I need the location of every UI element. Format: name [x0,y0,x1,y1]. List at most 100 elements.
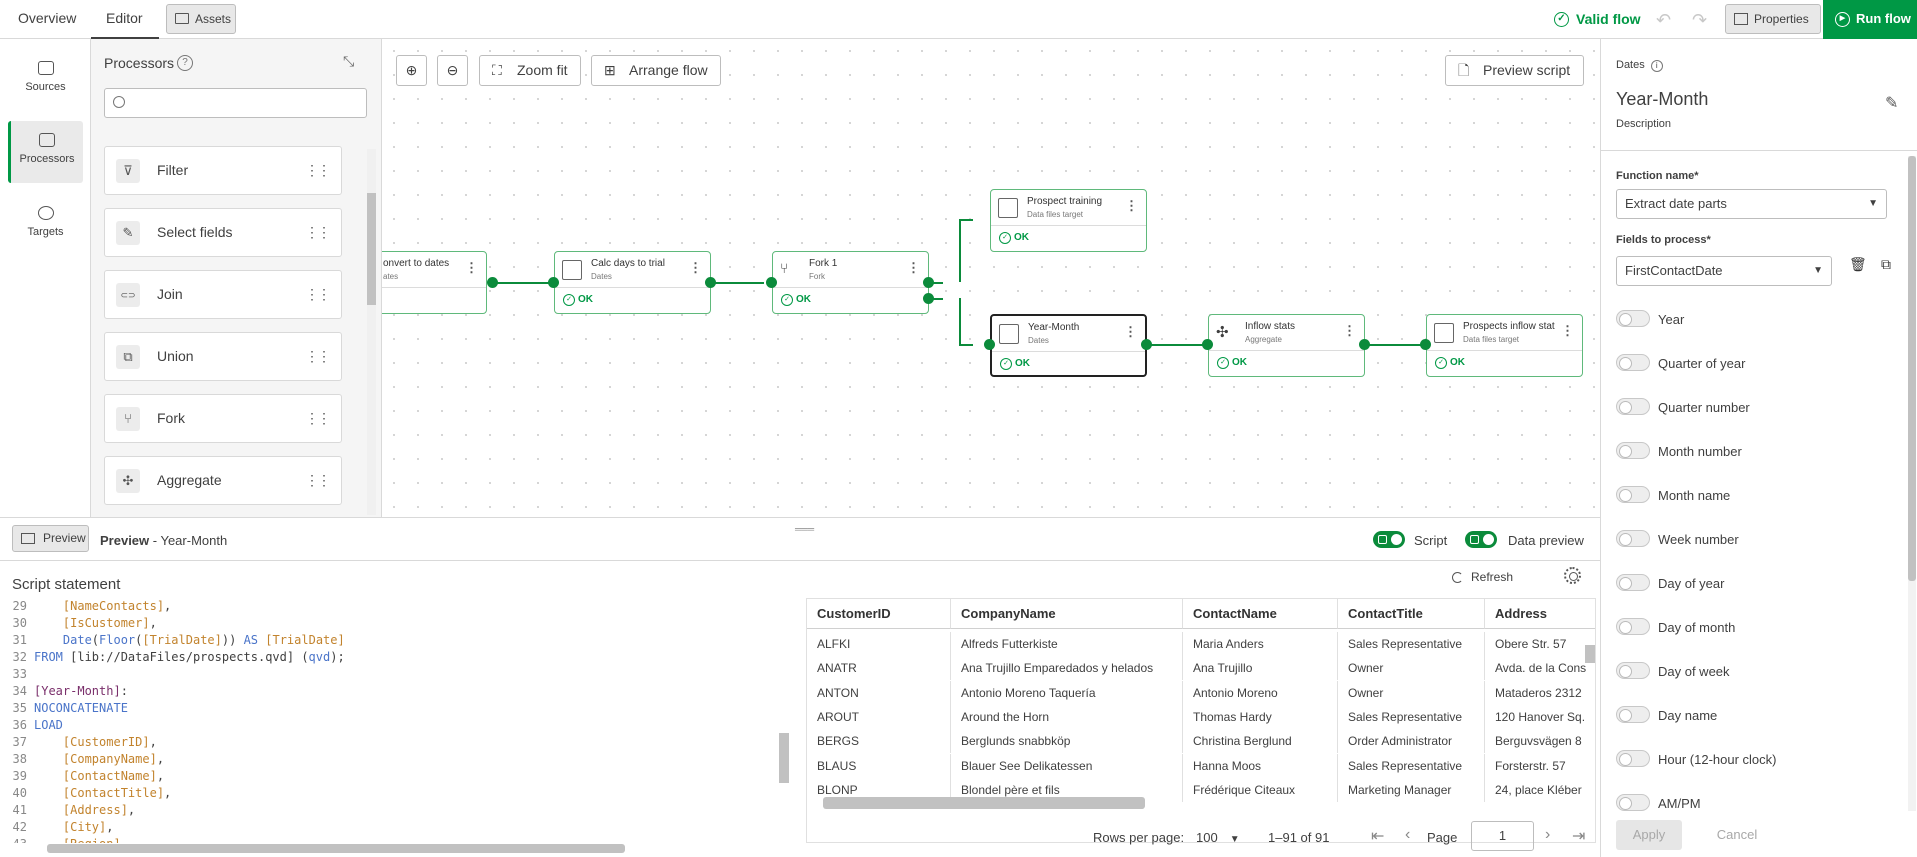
processor-item-union[interactable]: ⧉Union⋮⋮ [104,332,342,381]
apply-button[interactable]: Apply [1616,820,1682,850]
input-port[interactable] [766,277,777,288]
copy-icon[interactable]: ⧉ [1881,256,1891,272]
help-icon[interactable]: ? [177,55,193,71]
toggle-week-number[interactable] [1616,530,1650,547]
toggle-year[interactable] [1616,310,1650,327]
processor-item-join[interactable]: ⊂⊃Join⋮⋮ [104,270,342,319]
flow-canvas[interactable]: ⊕ ⊖ ⛶Zoom fit ⊞Arrange flow 🗋Preview scr… [382,39,1600,517]
toggle-hour-12[interactable] [1616,750,1650,767]
scrollbar-thumb[interactable] [367,193,376,305]
tab-overview[interactable]: Overview [18,10,77,26]
drag-handle-icon[interactable]: ⋮⋮ [305,224,331,240]
output-port[interactable] [705,277,716,288]
output-port[interactable] [923,293,934,304]
rail-item-sources[interactable]: Sources [8,49,83,111]
zoom-out-button[interactable]: ⊖ [437,55,468,86]
undo-icon[interactable]: ↶ [1656,10,1672,30]
flow-node-calc-days-to-trial[interactable]: Calc days to trial Dates ⋮ ✓ OK [554,251,711,314]
input-port[interactable] [1202,339,1213,350]
properties-button[interactable]: Properties [1725,4,1821,34]
table-horizontal-scrollbar[interactable] [823,797,1145,809]
toggle-month-number[interactable] [1616,442,1650,459]
zoom-in-button[interactable]: ⊕ [396,55,427,86]
more-options-icon[interactable]: ⋮ [1561,323,1574,338]
zoom-fit-button[interactable]: ⛶Zoom fit [479,55,581,86]
last-page-icon[interactable]: ⇥ [1572,828,1586,845]
assets-button[interactable]: Assets [166,4,236,34]
script-toggle[interactable] [1373,531,1405,548]
script-code-editor[interactable]: 29 [NameContacts],30 [IsCustomer],31 Dat… [0,598,780,843]
toggle-month-name[interactable] [1616,486,1650,503]
next-page-icon[interactable]: › [1545,826,1551,843]
edit-icon[interactable]: ✎ [1885,95,1899,112]
more-options-icon[interactable]: ⋮ [1124,324,1137,339]
output-port[interactable] [1141,339,1152,350]
cancel-button[interactable]: Cancel [1716,827,1758,842]
page-number-input[interactable]: 1 [1471,821,1534,851]
preview-script-button[interactable]: 🗋Preview script [1445,55,1584,86]
flow-node-prospect-training[interactable]: Prospect training Data files target ⋮ ✓ … [990,189,1147,252]
panel-scrollbar[interactable] [367,149,376,515]
processor-item-aggregate[interactable]: ✣Aggregate⋮⋮ [104,456,342,505]
more-options-icon[interactable]: ⋮ [689,260,702,275]
scrollbar-thumb[interactable] [1908,156,1916,581]
flow-node-fork-1[interactable]: ⑂ Fork 1 Fork ⋮ ✓ OK [772,251,929,314]
column-header[interactable]: Address [1485,599,1595,629]
fields-to-process-select[interactable]: FirstContactDate▼ [1616,256,1832,286]
processor-item-select-fields[interactable]: ✎Select fields⋮⋮ [104,208,342,257]
processor-item-fork[interactable]: ⑂Fork⋮⋮ [104,394,342,443]
column-header[interactable]: CustomerID [807,599,951,629]
table-scrollbar-thumb[interactable] [1585,645,1595,663]
gear-icon[interactable] [1564,567,1581,584]
processor-search-input[interactable] [104,88,367,118]
toggle-day-name[interactable] [1616,706,1650,723]
more-options-icon[interactable]: ⋮ [465,260,478,275]
delete-icon[interactable]: 🗑 [1849,256,1867,272]
drag-handle-icon[interactable]: ⋮⋮ [305,472,331,488]
first-page-icon[interactable]: ⇤ [1371,828,1385,845]
more-options-icon[interactable]: ⋮ [1343,323,1356,338]
input-port[interactable] [548,277,559,288]
function-name-select[interactable]: Extract date parts▼ [1616,189,1887,219]
toggle-day-of-week[interactable] [1616,662,1650,679]
refresh-button[interactable]: Refresh [1452,570,1513,584]
output-port[interactable] [1359,339,1370,350]
redo-icon[interactable]: ↷ [1692,10,1708,30]
info-icon[interactable]: i [1650,60,1663,72]
flow-node-year-month[interactable]: Year-Month Dates ⋮ ✓ OK [990,314,1147,377]
data-preview-toggle[interactable] [1465,531,1497,548]
flow-node-inflow-stats[interactable]: ✣ Inflow stats Aggregate ⋮ ✓ OK [1208,314,1365,377]
flow-node-prospects-inflow-stat[interactable]: Prospects inflow stat Data files target … [1426,314,1583,377]
processor-item-filter[interactable]: ⊽Filter⋮⋮ [104,146,342,195]
properties-scrollbar[interactable] [1908,156,1916,811]
toggle-day-of-year[interactable] [1616,574,1650,591]
drag-handle-icon[interactable]: ⋮⋮ [305,162,331,178]
rows-per-page-select[interactable]: 100▼ [1196,830,1240,845]
column-header[interactable]: CompanyName [951,599,1183,629]
toggle-am-pm[interactable] [1616,794,1650,811]
rail-item-targets[interactable]: Targets [8,194,83,256]
preview-button[interactable]: Preview [12,525,89,552]
arrange-flow-button[interactable]: ⊞Arrange flow [591,55,721,86]
flow-node-convert-to-dates[interactable]: onvert to dates ates ⋮ [382,251,487,314]
drag-handle-icon[interactable]: ⋮⋮ [305,410,331,426]
previous-page-icon[interactable]: ‹ [1405,826,1411,843]
code-horizontal-scrollbar[interactable] [47,844,625,853]
more-options-icon[interactable]: ⋮ [907,260,920,275]
toggle-quarter-of-year[interactable] [1616,354,1650,371]
output-port[interactable] [923,277,934,288]
rail-item-processors[interactable]: Processors [8,121,83,183]
input-port[interactable] [1420,339,1431,350]
collapse-icon[interactable]: ⤡ [343,53,355,69]
input-port[interactable] [984,339,995,350]
column-header[interactable]: ContactTitle [1338,599,1485,629]
output-port[interactable] [487,277,498,288]
drag-handle-icon[interactable]: ⋮⋮ [305,348,331,364]
drag-handle-icon[interactable]: ⋮⋮ [305,286,331,302]
toggle-day-of-month[interactable] [1616,618,1650,635]
tab-editor[interactable]: Editor [91,0,159,39]
column-header[interactable]: ContactName [1183,599,1338,629]
code-scrollbar-thumb[interactable] [779,733,789,783]
more-options-icon[interactable]: ⋮ [1125,198,1138,213]
toggle-quarter-number[interactable] [1616,398,1650,415]
